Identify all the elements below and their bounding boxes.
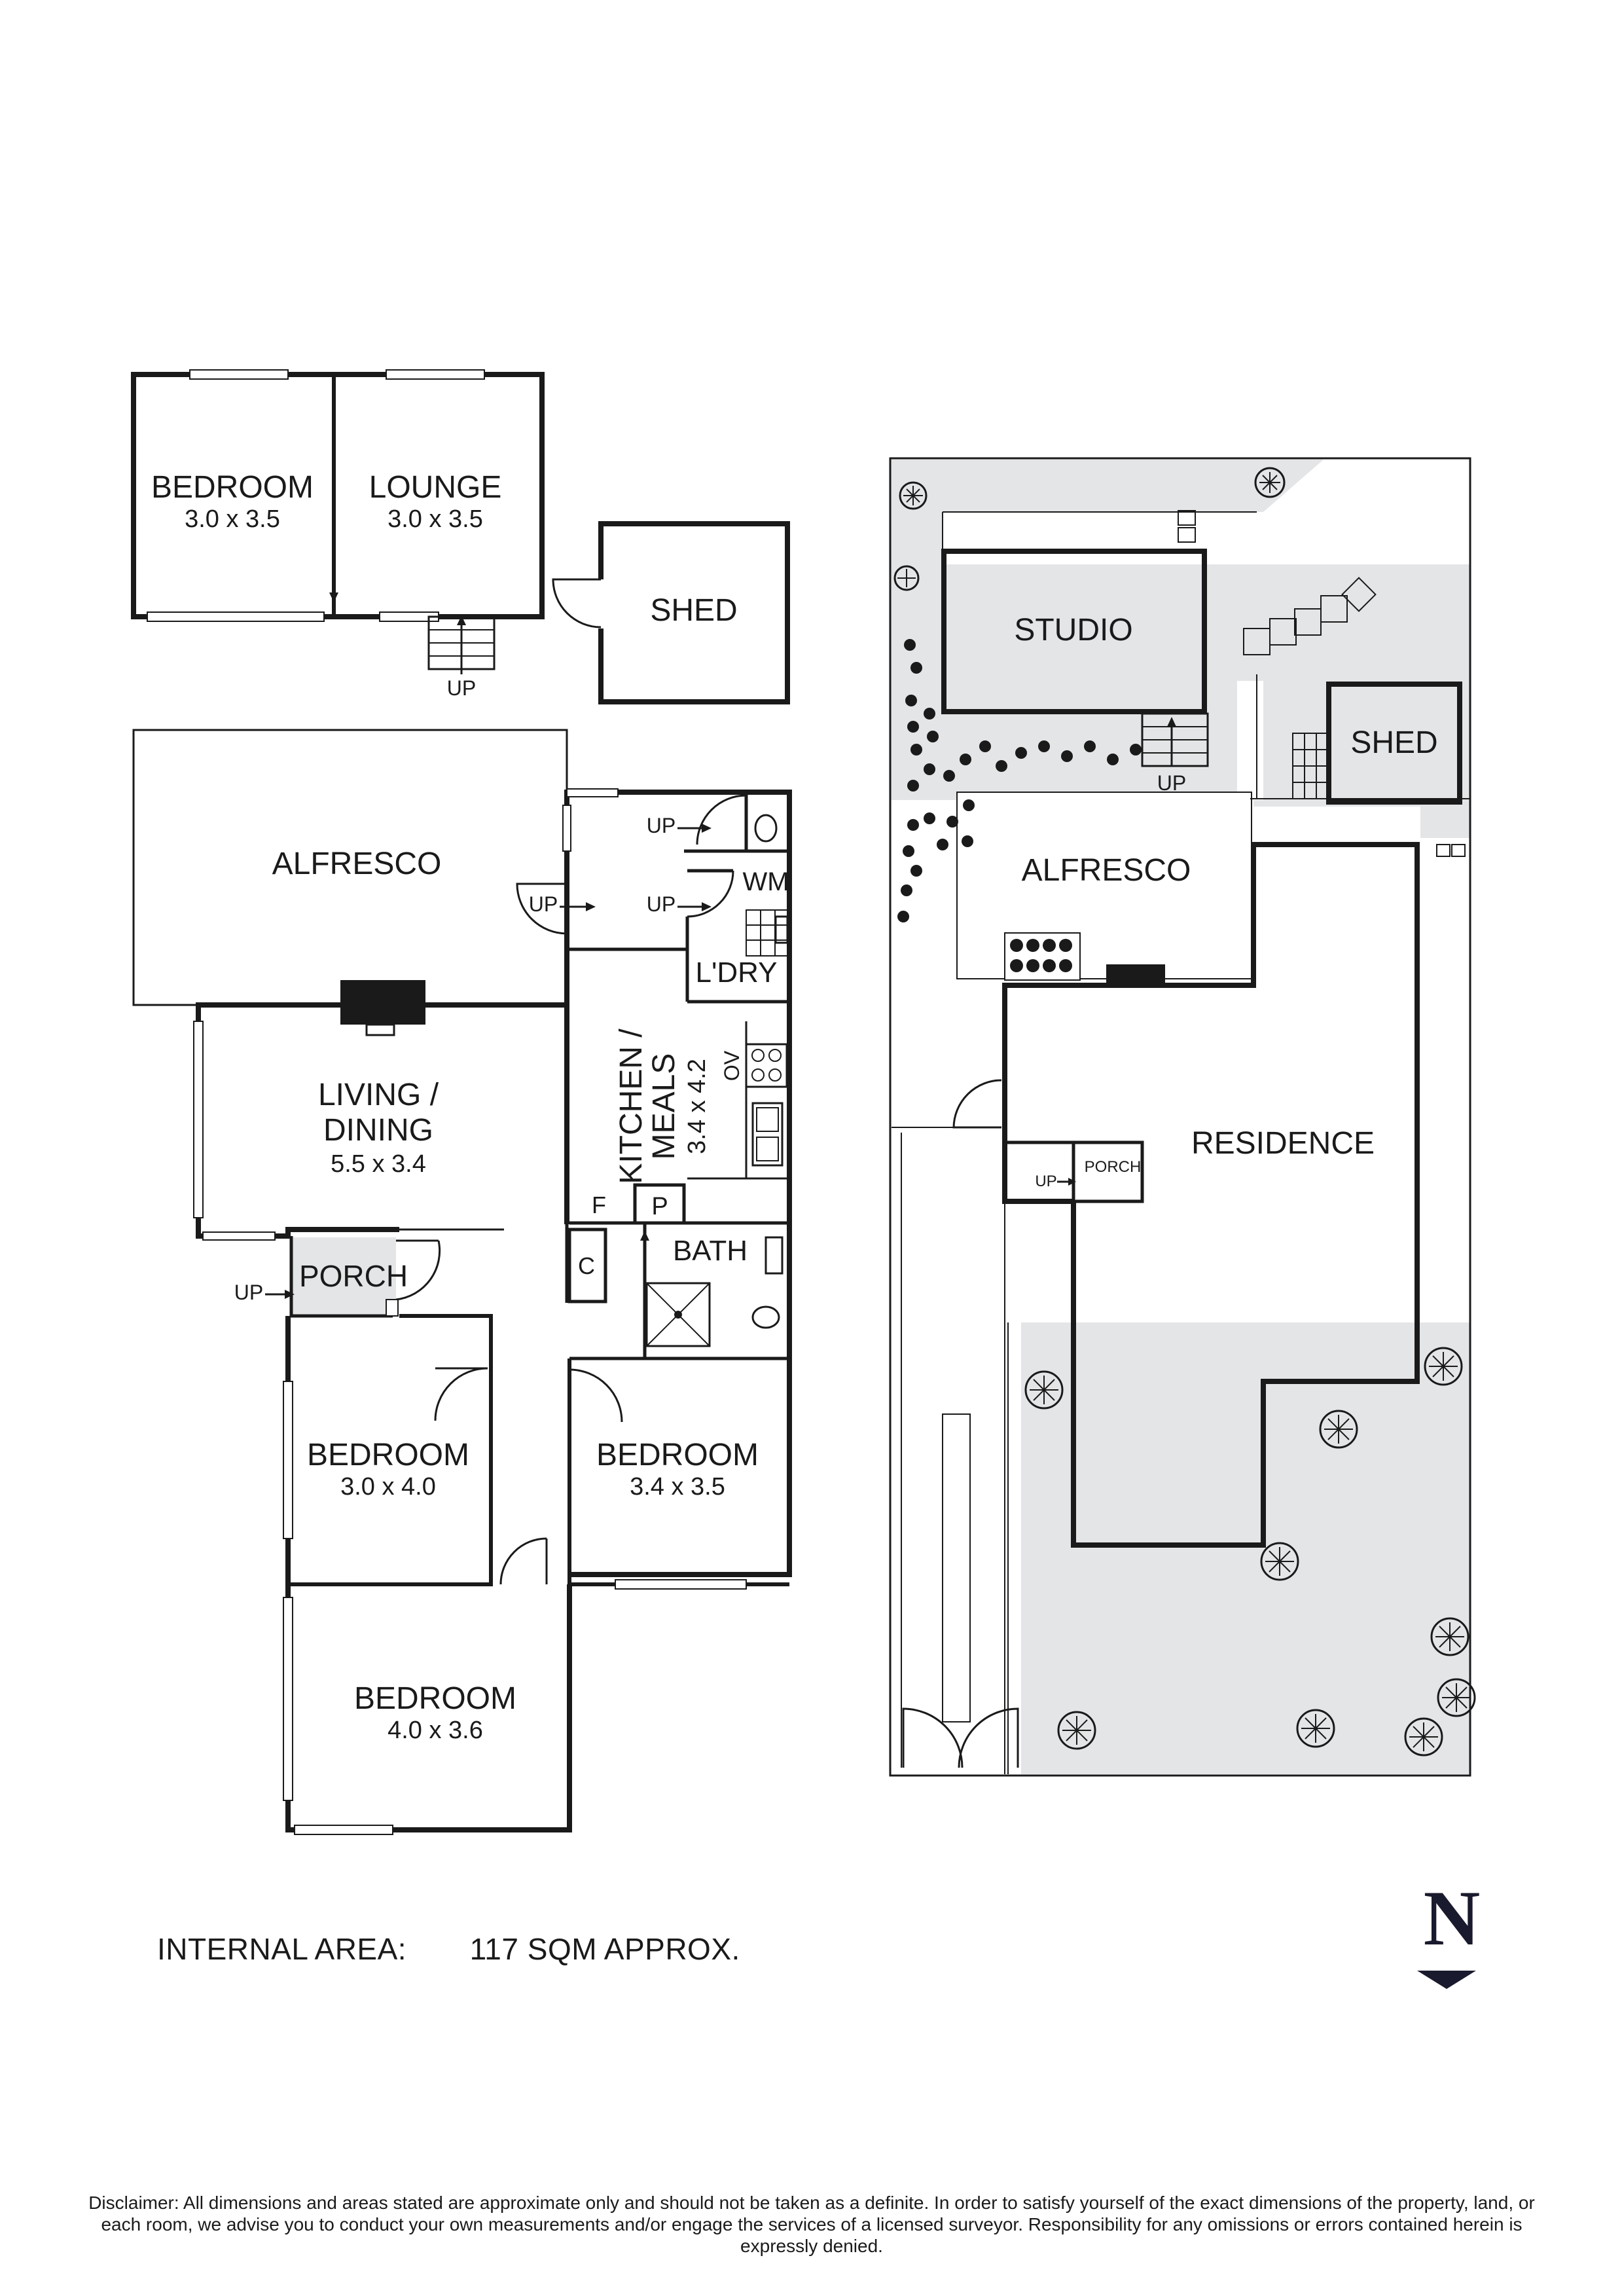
window xyxy=(283,1597,293,1801)
toilet-icon xyxy=(754,814,778,843)
site-plan: STUDIO UP SHED xyxy=(889,457,1476,1777)
tree-icons xyxy=(893,467,1476,1757)
room-dimensions: 3.0 x 3.5 xyxy=(185,505,280,533)
vanity xyxy=(765,1236,784,1275)
room-label: P xyxy=(651,1193,668,1220)
shower-icon xyxy=(645,1282,711,1347)
door-swing xyxy=(395,1240,441,1301)
cooktop-icon xyxy=(745,1043,788,1088)
up-marker: UP xyxy=(234,1281,263,1304)
grid-paving xyxy=(1292,733,1329,799)
room-dimensions: 4.0 x 3.6 xyxy=(387,1717,483,1744)
door-swing xyxy=(434,1367,488,1421)
up-marker: UP xyxy=(529,892,558,916)
up-marker: UP xyxy=(1157,771,1186,795)
stairs xyxy=(427,615,496,674)
upper-building: BEDROOM 3.0 x 3.5 LOUNGE 3.0 x 3.5 UP xyxy=(131,369,545,700)
alfresco-left: ALFRESCO xyxy=(132,729,568,1006)
room-label: SHED xyxy=(1350,725,1437,760)
window xyxy=(193,1021,204,1218)
window xyxy=(562,805,571,852)
window xyxy=(202,1231,276,1241)
window xyxy=(147,611,325,622)
room-label: L'DRY xyxy=(696,957,778,989)
upper-building-walls xyxy=(131,372,545,619)
room-label: PORCH xyxy=(299,1259,408,1293)
room-label: LIVING / xyxy=(318,1078,439,1112)
window xyxy=(386,369,485,380)
window xyxy=(189,369,289,380)
bedroom-walls xyxy=(285,1316,572,1832)
main-house: UP UP UP WM L'DRY xyxy=(193,788,792,1835)
fireplace-icon xyxy=(1106,964,1165,983)
room-label: ALFRESCO xyxy=(272,847,442,881)
site-landscaping xyxy=(890,460,1469,1774)
room-label: BEDROOM xyxy=(151,470,314,505)
room-dimensions: 3.0 x 3.5 xyxy=(387,505,483,533)
door-swing xyxy=(516,883,568,935)
room-label: ALFRESCO xyxy=(1022,853,1191,888)
door-swing xyxy=(552,578,602,629)
room-dimensions: 3.4 x 3.5 xyxy=(630,1473,725,1501)
room-label: BEDROOM xyxy=(307,1438,469,1472)
porch-label: PORCH xyxy=(1085,1158,1142,1176)
window xyxy=(294,1825,393,1835)
site-boundary xyxy=(889,457,1471,1777)
room-label: BEDROOM xyxy=(596,1438,759,1472)
cupboard xyxy=(568,1228,607,1303)
room-label: WM xyxy=(742,867,789,896)
room-label: DINING xyxy=(323,1113,433,1148)
room-label: BATH xyxy=(673,1235,748,1267)
north-arrow-icon xyxy=(1417,1971,1476,1989)
internal-area: INTERNAL AREA: 117 SQM APPROX. xyxy=(157,1931,740,1967)
door-swing xyxy=(687,870,734,918)
internal-area-label: INTERNAL AREA: xyxy=(157,1932,407,1966)
internal-area-value: 117 SQM APPROX. xyxy=(469,1932,740,1966)
outdoor-seating xyxy=(1004,932,1081,981)
stepping-stones xyxy=(1243,577,1377,655)
studio-walls xyxy=(941,549,1207,714)
room-label: C xyxy=(578,1252,595,1279)
up-marker: UP xyxy=(1035,1173,1056,1190)
up-marker: UP xyxy=(447,676,476,700)
stairs xyxy=(1141,712,1209,767)
room-dimensions: 3.0 x 4.0 xyxy=(340,1473,436,1501)
sink-icon xyxy=(751,1102,784,1167)
residence-walls xyxy=(1002,842,1420,1548)
up-marker: UP xyxy=(647,892,676,916)
room-dimensions: 5.5 x 3.4 xyxy=(331,1150,426,1178)
door-swing xyxy=(569,1368,623,1423)
room-label: KITCHEN / xyxy=(614,1029,649,1184)
gate-swing xyxy=(952,1079,1002,1129)
fireplace-icon xyxy=(340,980,425,1025)
room-label: RESIDENCE xyxy=(1191,1126,1375,1161)
porch-box xyxy=(1072,1140,1144,1203)
door-swing xyxy=(696,794,747,845)
room-label: MEALS xyxy=(647,1053,681,1160)
room-label: SHED xyxy=(650,593,737,628)
shrubs xyxy=(897,639,1142,922)
room-label: BEDROOM xyxy=(354,1681,516,1716)
appliance-label: OV xyxy=(720,1050,744,1081)
gate-swing xyxy=(958,1707,1019,1768)
disclaimer-text: Disclaimer: All dimensions and areas sta… xyxy=(88,2193,1535,2256)
porch-fill xyxy=(291,1237,396,1316)
arrow-head xyxy=(329,592,338,602)
north-indicator: N xyxy=(1423,1874,1481,1961)
room-label: LOUNGE xyxy=(369,470,502,505)
shed-left: SHED xyxy=(552,521,790,704)
door-swing xyxy=(499,1537,547,1585)
window xyxy=(283,1381,293,1539)
room-label: F xyxy=(592,1192,606,1218)
laundry-tiles xyxy=(746,909,790,957)
shed-walls xyxy=(598,521,790,704)
room-label: STUDIO xyxy=(1014,613,1132,647)
window xyxy=(566,788,619,797)
room-dimensions: 3.4 x 4.2 xyxy=(683,1059,711,1154)
window xyxy=(615,1579,747,1590)
up-marker: UP xyxy=(647,814,676,837)
toilet-icon xyxy=(751,1305,780,1329)
